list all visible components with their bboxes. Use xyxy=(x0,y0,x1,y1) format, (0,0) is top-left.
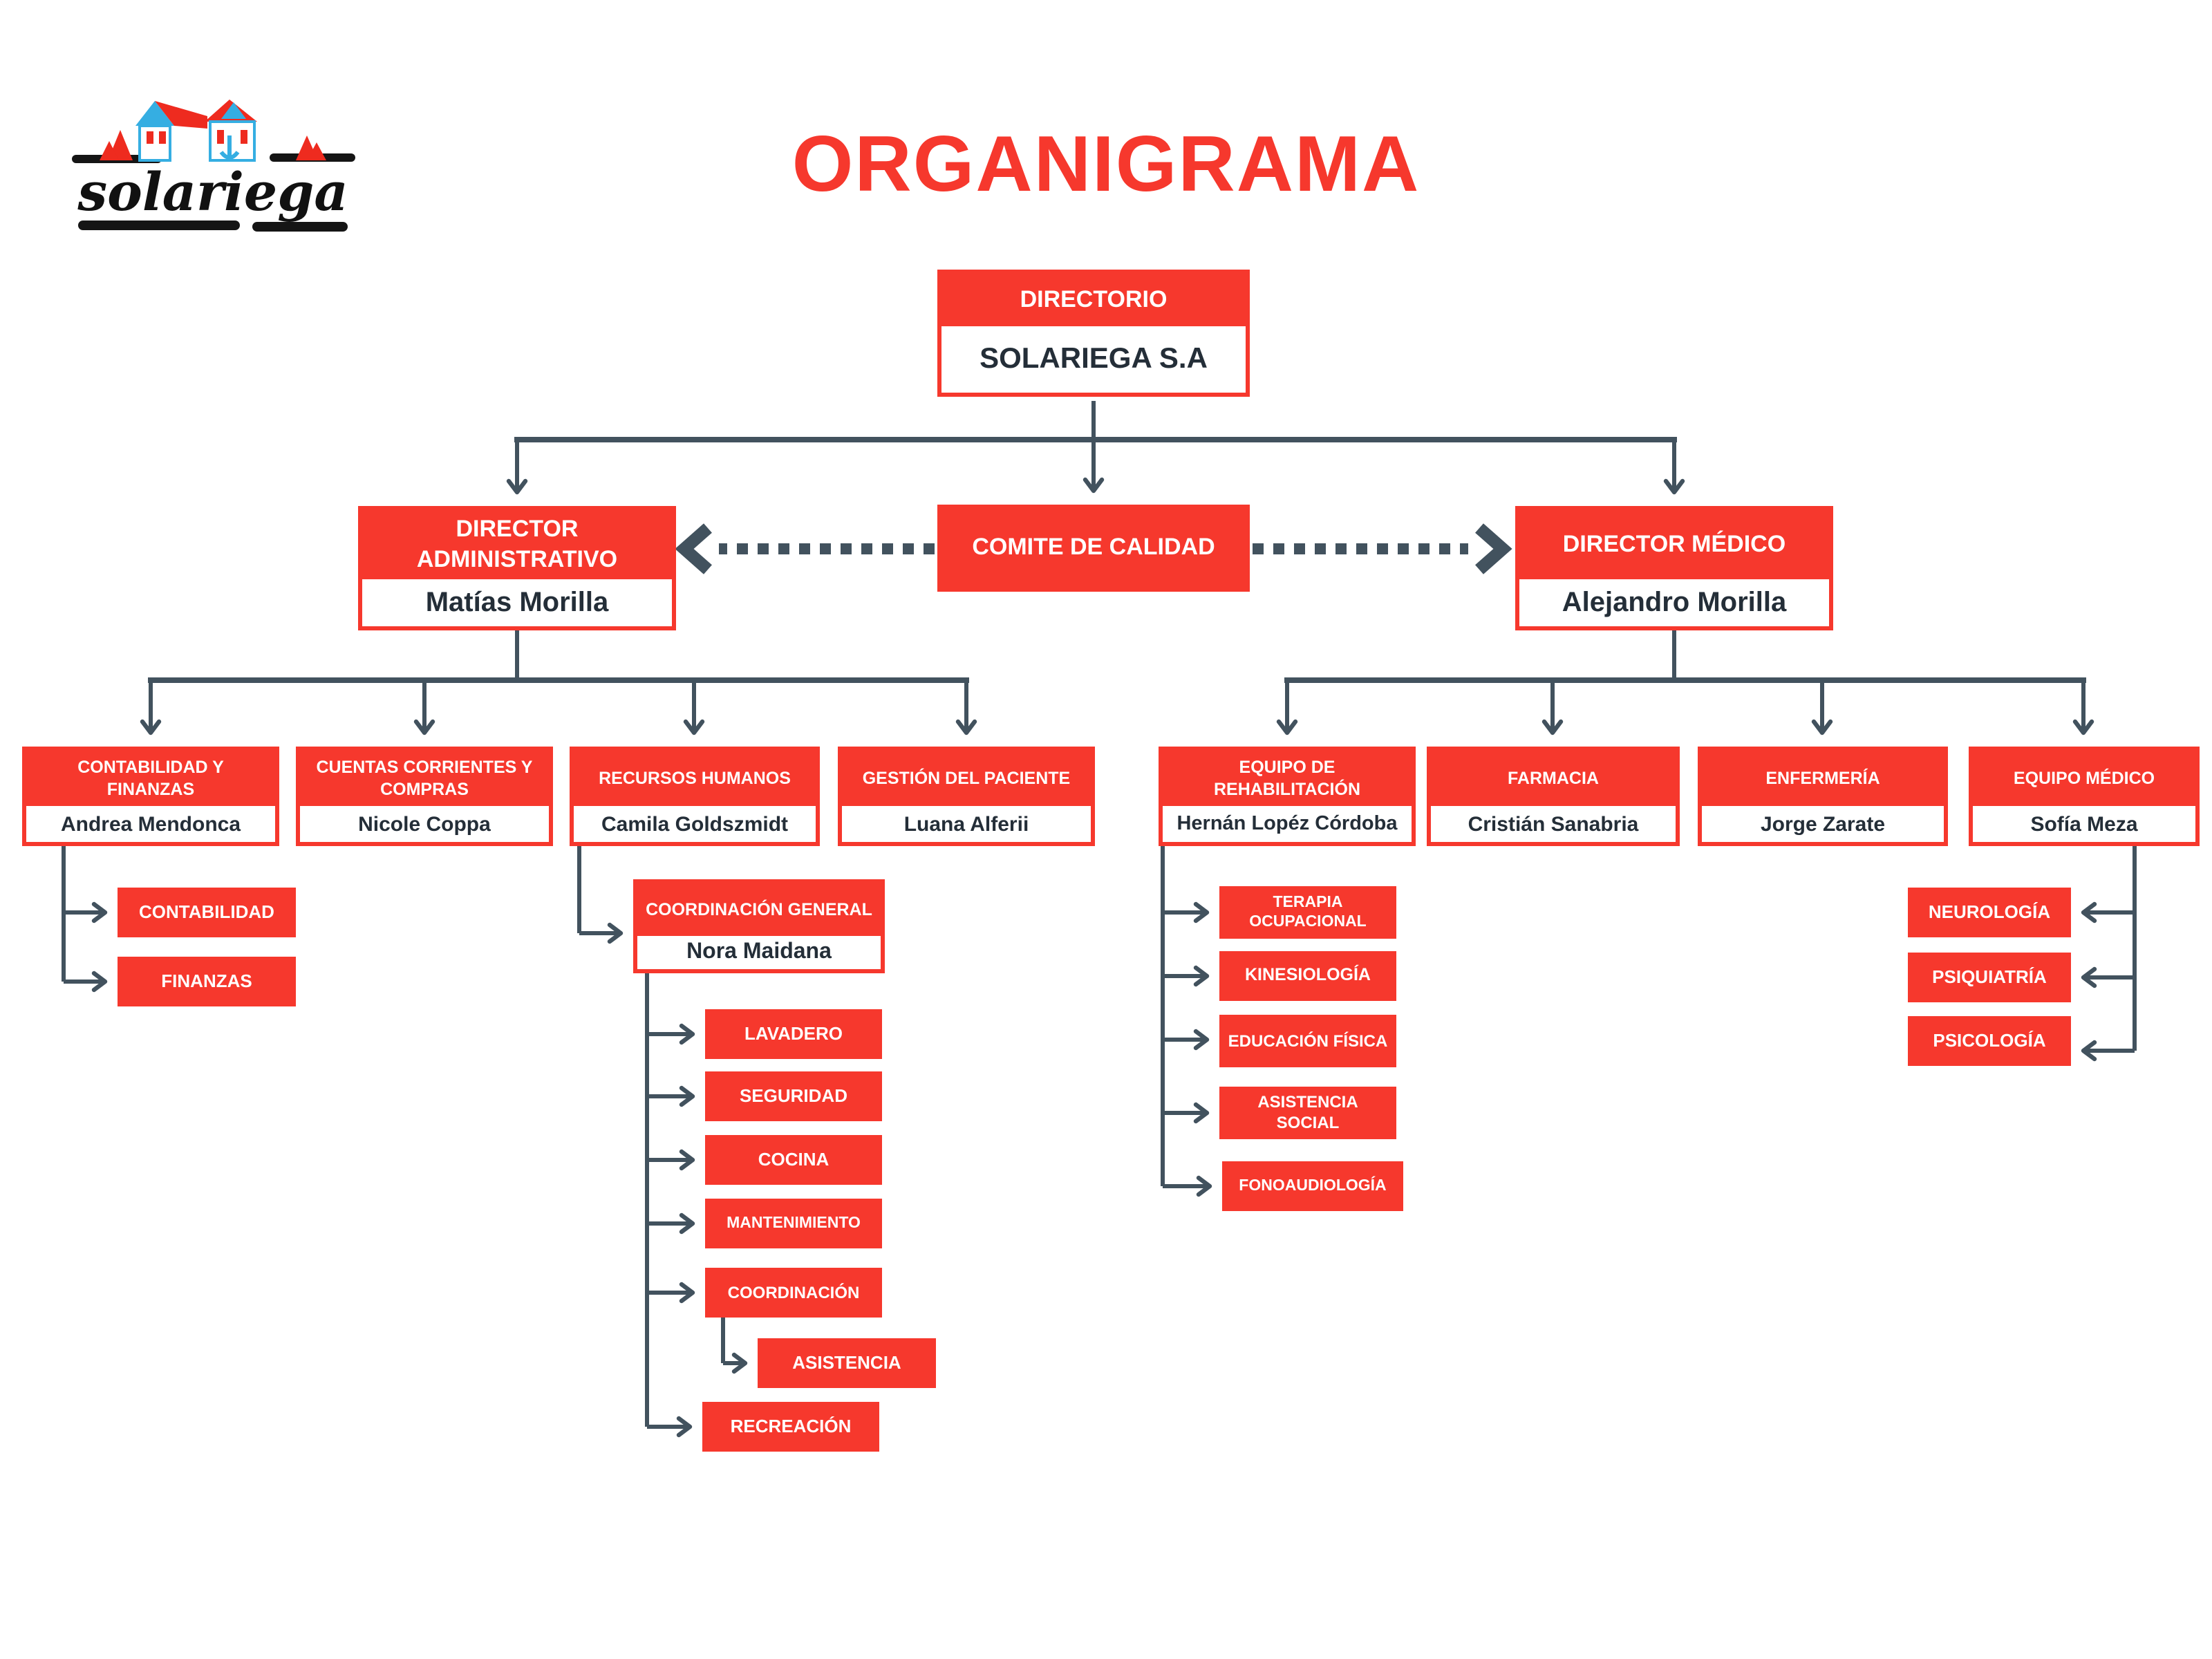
box-name: Matías Morilla xyxy=(425,587,609,617)
page-title: ORGANIGRAMA xyxy=(791,120,1421,209)
node-fonoaudiologia: FONOAUDIOLOGÍA xyxy=(1222,1161,1403,1211)
node-seguridad: SEGURIDAD xyxy=(705,1071,882,1121)
node-cocina: COCINA xyxy=(705,1135,882,1185)
box-title: DIRECTOR ADMINISTRATIVO xyxy=(362,510,672,579)
tree-connectors xyxy=(62,401,2137,1438)
node-psiquiatria: PSIQUIATRÍA xyxy=(1908,953,2071,1002)
box-name: Camila Goldszmidt xyxy=(601,812,789,836)
box-title: CUENTAS CORRIENTES Y COMPRAS xyxy=(300,751,549,806)
box-name: Nicole Coppa xyxy=(358,812,491,836)
node-enfermeria: ENFERMERÍA Jorge Zarate xyxy=(1698,747,1948,846)
box-title: FARMACIA xyxy=(1431,751,1676,806)
box-name: Sofía Meza xyxy=(2030,812,2138,836)
node-educacion-fisica: EDUCACIÓN FÍSICA xyxy=(1219,1015,1396,1067)
box-title: CONTABILIDAD Y FINANZAS xyxy=(26,751,275,806)
box-title: RECURSOS HUMANOS xyxy=(574,751,816,806)
node-director-administrativo: DIRECTOR ADMINISTRATIVO Matías Morilla xyxy=(358,506,676,630)
node-mantenimiento: MANTENIMIENTO xyxy=(705,1199,882,1248)
node-cuentas-corrientes-compras: CUENTAS CORRIENTES Y COMPRAS Nicole Copp… xyxy=(296,747,553,846)
dotted-link-right xyxy=(1253,523,1512,574)
box-title: DIRECTOR MÉDICO xyxy=(1519,510,1829,579)
node-neurologia: NEUROLOGÍA xyxy=(1908,888,2071,937)
node-finanzas: FINANZAS xyxy=(118,957,296,1006)
box-title: GESTIÓN DEL PACIENTE xyxy=(842,751,1091,806)
solariega-logo-art: solariega xyxy=(72,100,355,232)
dotted-link-left xyxy=(675,523,935,574)
node-coordinacion: COORDINACIÓN xyxy=(705,1268,882,1318)
node-director-medico: DIRECTOR MÉDICO Alejandro Morilla xyxy=(1515,506,1833,630)
node-equipo-rehabilitacion: EQUIPO DE REHABILITACIÓN Hernán Lopéz Có… xyxy=(1159,747,1416,846)
box-title: EQUIPO DE REHABILITACIÓN xyxy=(1163,751,1412,806)
node-recreacion: RECREACIÓN xyxy=(702,1402,879,1452)
logo-script-text: solariega xyxy=(77,161,348,223)
node-comite-calidad: COMITE DE CALIDAD xyxy=(937,505,1250,592)
node-contabilidad: CONTABILIDAD xyxy=(118,888,296,937)
solariega-logo: solariega xyxy=(72,88,355,243)
box-title: DIRECTORIO xyxy=(941,274,1246,326)
node-asistencia-social: ASISTENCIA SOCIAL xyxy=(1219,1087,1396,1139)
node-coordinacion-general: COORDINACIÓN GENERAL Nora Maidana xyxy=(633,879,885,973)
node-farmacia: FARMACIA Cristián Sanabria xyxy=(1427,747,1680,846)
node-kinesiologia: KINESIOLOGÍA xyxy=(1219,951,1396,1001)
node-psicologia: PSICOLOGÍA xyxy=(1908,1016,2071,1066)
box-name: Nora Maidana xyxy=(686,940,832,964)
node-lavadero: LAVADERO xyxy=(705,1009,882,1059)
box-name: SOLARIEGA S.A xyxy=(980,343,1208,375)
node-recursos-humanos: RECURSOS HUMANOS Camila Goldszmidt xyxy=(570,747,820,846)
box-name: Cristián Sanabria xyxy=(1468,812,1639,836)
box-title: ENFERMERÍA xyxy=(1702,751,1944,806)
node-asistencia: ASISTENCIA xyxy=(758,1338,936,1388)
box-name: Alejandro Morilla xyxy=(1562,587,1787,617)
node-gestion-paciente: GESTIÓN DEL PACIENTE Luana Alferii xyxy=(838,747,1095,846)
box-title: COORDINACIÓN GENERAL xyxy=(637,883,881,936)
box-name: Jorge Zarate xyxy=(1760,812,1886,836)
box-name: Andrea Mendonca xyxy=(60,812,241,836)
node-directorio: DIRECTORIO SOLARIEGA S.A xyxy=(937,270,1250,397)
box-title: EQUIPO MÉDICO xyxy=(1973,751,2195,806)
node-contabilidad-finanzas: CONTABILIDAD Y FINANZAS Andrea Mendonca xyxy=(22,747,279,846)
box-name: Luana Alferii xyxy=(903,812,1029,836)
node-equipo-medico: EQUIPO MÉDICO Sofía Meza xyxy=(1969,747,2200,846)
box-name: Hernán Lopéz Córdoba xyxy=(1177,813,1398,835)
node-terapia-ocupacional: TERAPIA OCUPACIONAL xyxy=(1219,886,1396,939)
